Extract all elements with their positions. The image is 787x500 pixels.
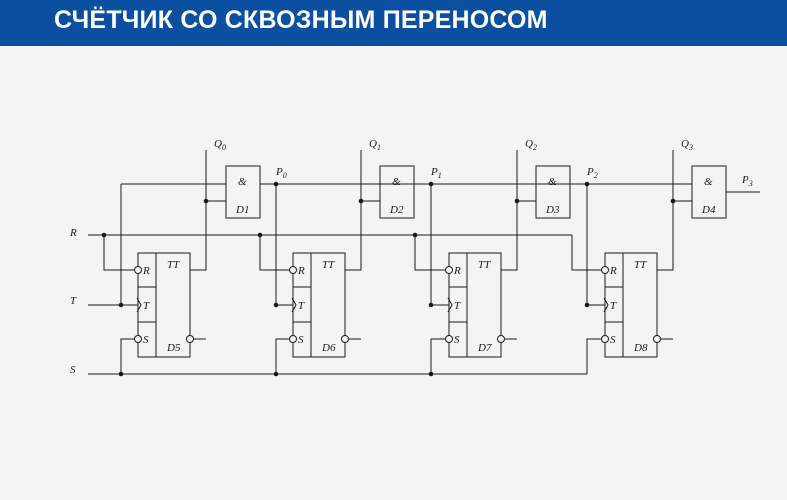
q3-label: Q3 [681, 138, 693, 152]
p2-label: P2 [586, 166, 598, 180]
gate-d1-symbol: & [238, 176, 247, 188]
ff-d8-name: D8 [633, 342, 648, 354]
t-input-label: T [70, 295, 77, 307]
ff-d7-pin-r: R [453, 265, 461, 277]
ff-d5-name: D5 [166, 342, 181, 354]
stage-0: R T S TT D5 & D1 Q0 P0 [101, 138, 287, 377]
stage-2: R T S TT D7 & D3 Q2 P2 [412, 138, 598, 377]
ff-d7-pin-s: S [454, 334, 460, 346]
stage-3: R T S TT D8 & D4 Q3 P3 [571, 138, 760, 374]
ff-d5-pin-r: R [142, 265, 150, 277]
ff-d6-pin-t: T [298, 300, 305, 312]
ff-d6-type: TT [322, 259, 335, 271]
gate-d2-symbol: & [392, 176, 401, 188]
ff-d7-type: TT [478, 259, 491, 271]
ff-d5-type: TT [167, 259, 180, 271]
ff-d8-pin-s: S [610, 334, 616, 346]
page-title: СЧЁТЧИК СО СКВОЗНЫМ ПЕРЕНОСОМ [54, 6, 548, 34]
p0-label: P0 [275, 166, 287, 180]
p1-label: P1 [430, 166, 442, 180]
gate-d2-name: D2 [389, 204, 404, 216]
ff-d7-name: D7 [477, 342, 492, 354]
q1-label: Q1 [369, 138, 381, 152]
ff-d5-pin-t: T [143, 300, 150, 312]
ff-d8-pin-t: T [610, 300, 617, 312]
stage-1: R T S TT D6 & D2 Q1 P1 [257, 138, 442, 377]
counter-schematic: R T S R T S TT D5 & D [69, 138, 760, 377]
title-bar: СЧЁТЧИК СО СКВОЗНЫМ ПЕРЕНОСОМ [0, 0, 787, 46]
s-input-label: S [70, 364, 76, 376]
ff-d8-type: TT [634, 259, 647, 271]
ff-d6-pin-s: S [298, 334, 304, 346]
ff-d6-name: D6 [321, 342, 336, 354]
ff-d5-pin-s: S [143, 334, 149, 346]
gate-d3-name: D3 [545, 204, 560, 216]
p3-label: P3 [741, 174, 753, 188]
gate-d4-name: D4 [701, 204, 716, 216]
r-input-label: R [69, 227, 77, 239]
q0-label: Q0 [214, 138, 226, 152]
ff-d8-pin-r: R [609, 265, 617, 277]
gate-d1-name: D1 [235, 204, 249, 216]
ff-d6-pin-r: R [297, 265, 305, 277]
gate-d4-symbol: & [704, 176, 713, 188]
ff-d7-pin-t: T [454, 300, 461, 312]
gate-d3-symbol: & [548, 176, 557, 188]
q2-label: Q2 [525, 138, 537, 152]
